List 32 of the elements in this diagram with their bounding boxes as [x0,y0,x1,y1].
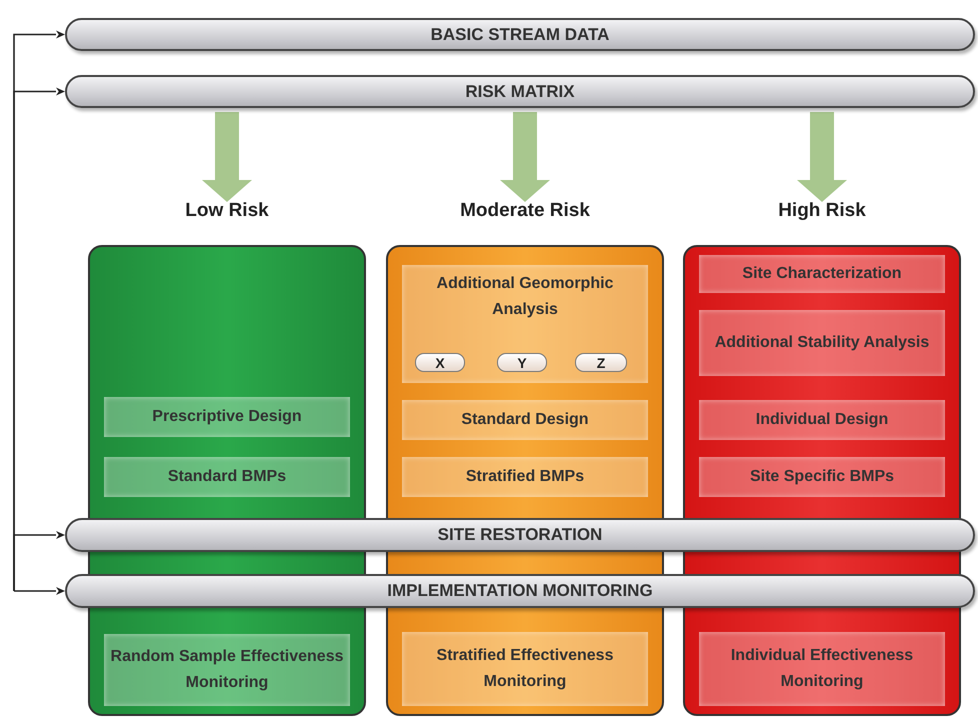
block-arrow [500,112,550,202]
step-box: Individual Effectiveness Monitoring [699,632,945,706]
stage-band [65,518,975,552]
step-box: Stratified Effectiveness Monitoring [402,632,648,706]
column-heading: Moderate Risk [459,200,591,223]
step-box: Site Characterization [699,255,945,293]
connector-arrow [13,531,65,591]
block-arrow [202,112,252,202]
band-label: BASIC STREAM DATA [430,24,610,44]
step-box: Prescriptive Design [104,397,350,437]
option-pill: Z [575,353,627,372]
option-pill: Y [497,353,547,372]
column-heading: High Risk [777,200,867,223]
band-label: RISK MATRIX [465,82,575,102]
stage-band [65,574,975,608]
step-label: Additional Geomorphic Analysis [436,274,614,320]
stage-band [65,18,975,51]
block-arrow [797,112,847,202]
option-pill: X [415,353,465,372]
band-label: SITE RESTORATION [438,525,602,545]
band-label: IMPLEMENTATION MONITORING [387,581,653,601]
step-box: Site Specific BMPs [699,457,945,497]
step-box: Standard Design [402,400,648,440]
step-box: Stratified BMPs [402,457,648,497]
step-box: Additional Stability Analysis [699,310,945,376]
stage-band [65,75,975,108]
step-box: Individual Design [699,400,945,440]
connector-arrow [13,587,65,595]
column-heading: Low Risk [184,200,270,223]
step-box [402,265,648,383]
step-box: Random Sample Effectiveness Monitoring [104,634,350,706]
step-box: Standard BMPs [104,457,350,497]
